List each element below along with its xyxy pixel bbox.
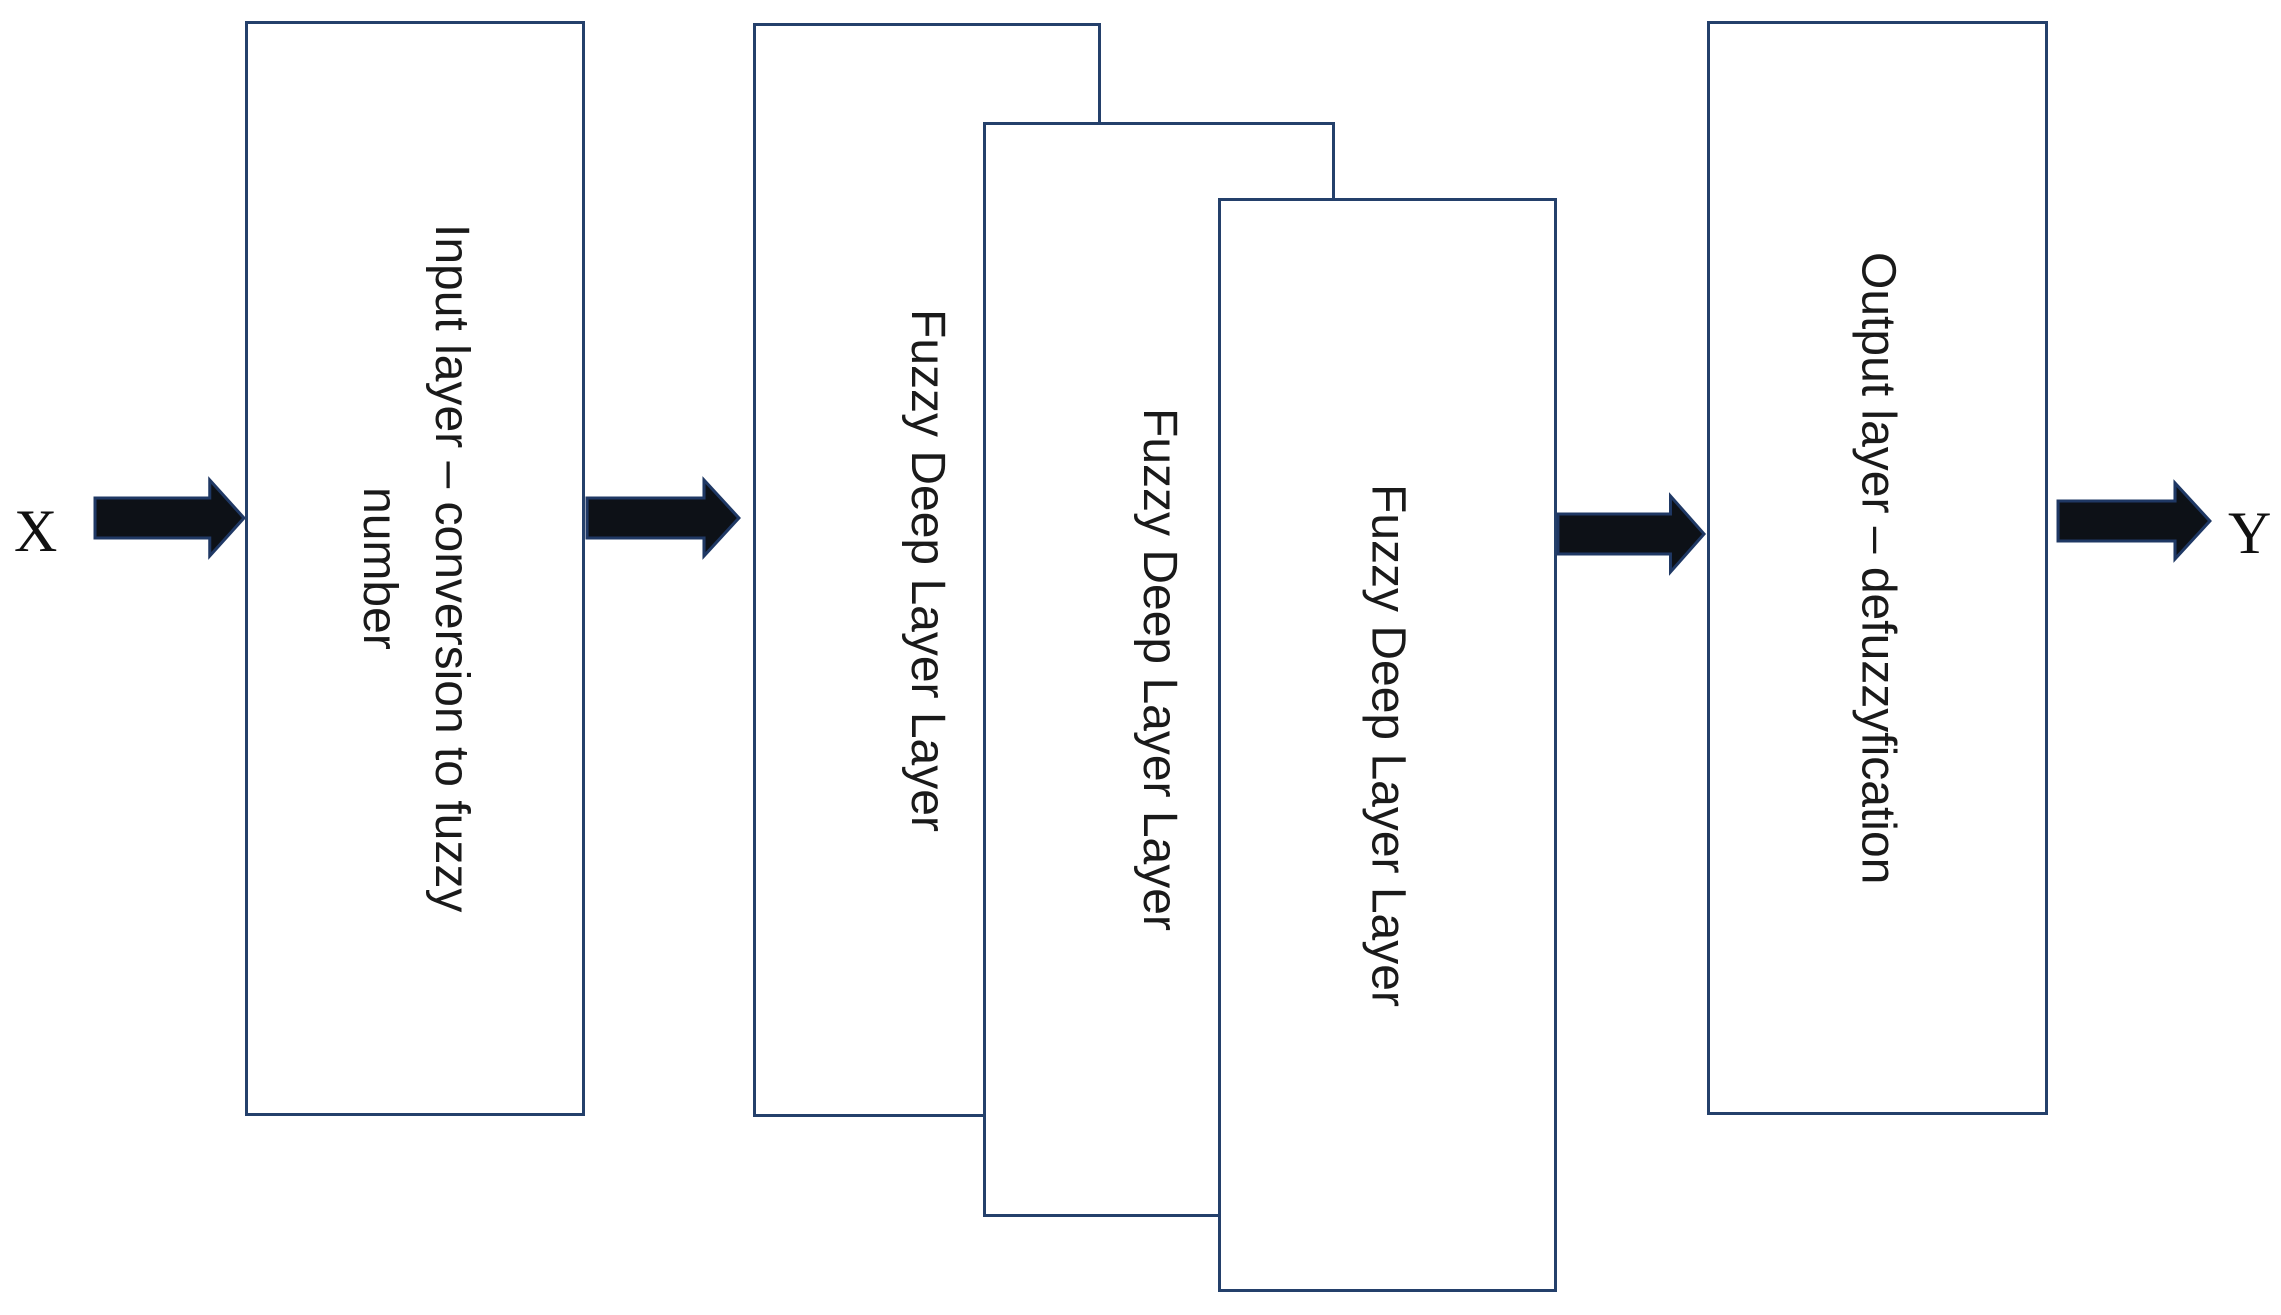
box-input-layer-line-2: number: [353, 487, 406, 650]
box-fuzzy-deep-layer-2-line: Fuzzy Deep Layer Layer: [1133, 408, 1186, 931]
flow-arrow-fuzzy-to-output-icon: [1556, 492, 1707, 576]
input-x-label: X: [14, 498, 58, 564]
box-fuzzy-deep-layer-3-label: Fuzzy Deep Layer Layer: [1352, 484, 1424, 1007]
box-fuzzy-deep-layer-1-label: Fuzzy Deep Layer Layer: [891, 309, 963, 832]
box-input-layer-line-1: Input layer – conversion to fuzzy: [425, 224, 478, 913]
box-output-layer: Output layer – defuzzyfication: [1707, 21, 2048, 1115]
flow-arrow-input-to-fuzzy-icon: [585, 476, 741, 560]
box-fuzzy-deep-layer-1-line: Fuzzy Deep Layer Layer: [901, 308, 954, 832]
output-y-label: Y: [2228, 500, 2272, 566]
box-fuzzy-deep-layer-2-label: Fuzzy Deep Layer Layer: [1123, 408, 1195, 931]
box-fuzzy-deep-layer-3: Fuzzy Deep Layer Layer: [1218, 198, 1557, 1292]
box-input-layer: Input layer – conversion to fuzzy number: [245, 21, 585, 1116]
box-fuzzy-deep-layer-3-line: Fuzzy Deep Layer Layer: [1361, 483, 1415, 1007]
flow-arrow-output-to-y-icon: [2056, 479, 2212, 563]
flow-arrow-x-to-input-icon: [93, 476, 246, 560]
box-output-layer-line: Output layer – defuzzyfication: [1851, 251, 1905, 885]
box-output-layer-label: Output layer – defuzzyfication: [1842, 252, 1914, 884]
box-input-layer-label: Input layer – conversion to fuzzy number: [343, 224, 487, 912]
